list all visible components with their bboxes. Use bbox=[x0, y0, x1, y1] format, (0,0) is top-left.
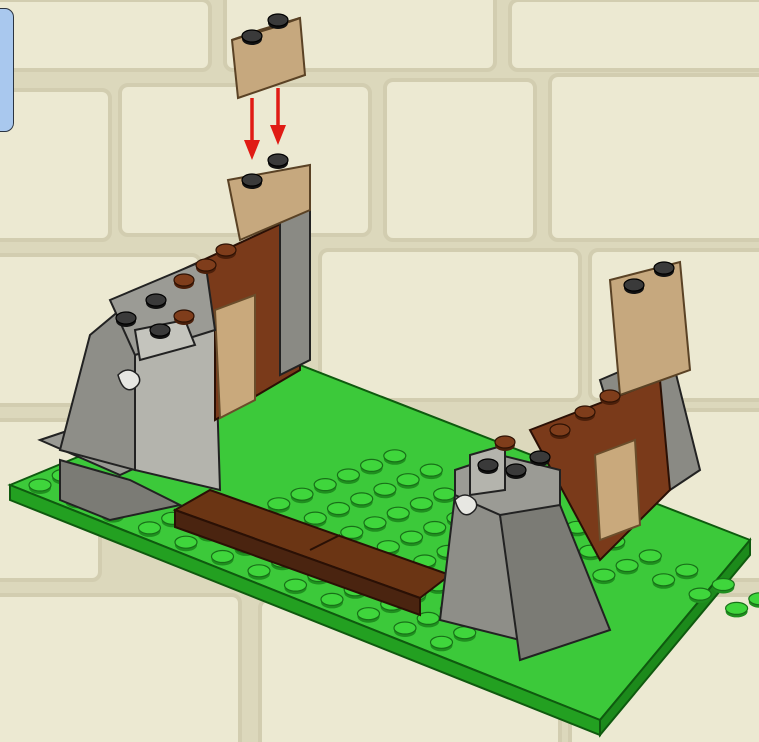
green-stud bbox=[397, 474, 419, 489]
green-stud bbox=[248, 565, 270, 580]
green-stud bbox=[653, 574, 675, 589]
green-stud bbox=[314, 479, 336, 494]
green-stud bbox=[639, 550, 661, 565]
green-stud bbox=[29, 479, 51, 494]
green-stud bbox=[374, 483, 396, 498]
green-stud bbox=[139, 522, 161, 537]
green-stud bbox=[268, 498, 290, 513]
green-stud bbox=[328, 503, 350, 518]
green-stud bbox=[726, 602, 748, 617]
green-stud bbox=[321, 593, 343, 608]
green-stud bbox=[616, 560, 638, 575]
floating-tan-brick bbox=[232, 14, 305, 98]
green-stud bbox=[689, 588, 711, 603]
green-stud bbox=[424, 522, 446, 537]
green-stud bbox=[593, 569, 615, 584]
green-stud bbox=[351, 493, 373, 508]
green-stud bbox=[337, 469, 359, 484]
placement-arrows bbox=[244, 88, 286, 160]
green-stud bbox=[420, 464, 442, 479]
green-stud bbox=[410, 498, 432, 513]
green-stud bbox=[712, 579, 734, 594]
green-stud bbox=[358, 608, 380, 623]
green-stud bbox=[361, 459, 383, 474]
green-stud bbox=[401, 531, 423, 546]
green-stud bbox=[749, 593, 759, 608]
green-stud bbox=[175, 536, 197, 551]
green-stud bbox=[384, 450, 406, 465]
green-stud bbox=[434, 488, 456, 503]
green-stud bbox=[676, 564, 698, 579]
green-stud bbox=[364, 517, 386, 532]
green-stud bbox=[285, 579, 307, 594]
green-stud bbox=[212, 551, 234, 566]
green-stud bbox=[291, 488, 313, 503]
green-stud bbox=[431, 636, 453, 651]
green-stud bbox=[387, 507, 409, 522]
green-stud bbox=[394, 622, 416, 637]
